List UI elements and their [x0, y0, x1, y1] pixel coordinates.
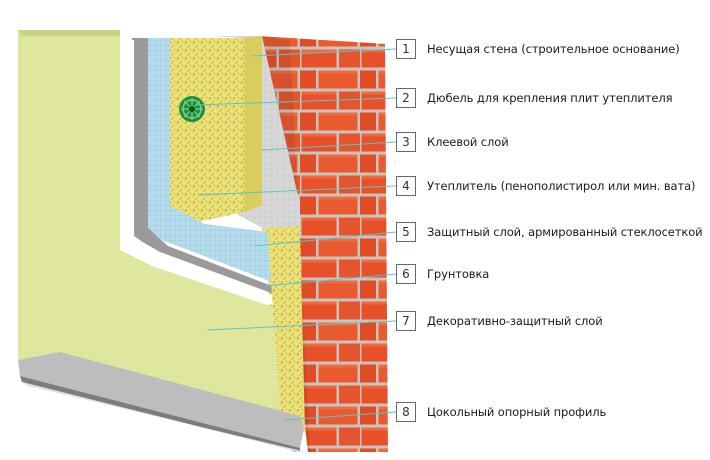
legend-label: Защитный слой, армированный стеклосеткой — [427, 225, 703, 239]
primer-layer — [132, 38, 274, 294]
leader-lines — [195, 48, 397, 421]
dowel-icon — [179, 96, 205, 122]
legend-label: Клеевой слой — [427, 135, 509, 149]
mesh-layer — [142, 38, 272, 282]
legend-label: Утеплитель (пенополистирол или мин. вата… — [427, 179, 696, 193]
brick-wall — [258, 36, 388, 452]
legend-item-5: 5 Защитный слой, армированный стеклосетк… — [396, 221, 703, 243]
legend-item-7: 7 Декоративно-защитный слой — [396, 310, 603, 332]
legend-number: 8 — [396, 402, 416, 422]
insulation-upper — [165, 38, 244, 222]
legend-label: Грунтовка — [427, 267, 490, 281]
legend-number: 5 — [396, 222, 416, 242]
plinth-profile — [18, 352, 304, 448]
legend-number: 6 — [396, 264, 416, 284]
insulation-upper-side — [244, 36, 262, 212]
legend-item-1: 1 Несущая стена (строительное основание) — [396, 38, 680, 60]
legend-label: Дюбель для крепления плит утеплителя — [427, 91, 673, 105]
legend-number: 3 — [396, 132, 416, 152]
legend-label: Несущая стена (строительное основание) — [427, 42, 680, 56]
legend-item-2: 2 Дюбель для крепления плит утеплителя — [396, 87, 672, 109]
legend-number: 1 — [396, 39, 416, 59]
legend-label: Декоративно-защитный слой — [427, 314, 603, 328]
legend-item-4: 4 Утеплитель (пенополистирол или мин. ва… — [396, 175, 696, 197]
legend-item-8: 8 Цокольный опорный профиль — [396, 401, 606, 423]
legend-label: Цокольный опорный профиль — [427, 405, 607, 419]
legend-item-3: 3 Клеевой слой — [396, 131, 509, 153]
plinth-profile-shadow — [20, 376, 300, 452]
legend-number: 7 — [396, 311, 416, 331]
legend-item-6: 6 Грунтовка — [396, 263, 489, 285]
legend-number: 4 — [396, 176, 416, 196]
legend-number: 2 — [396, 88, 416, 108]
decorative-layer-edge — [18, 30, 120, 36]
